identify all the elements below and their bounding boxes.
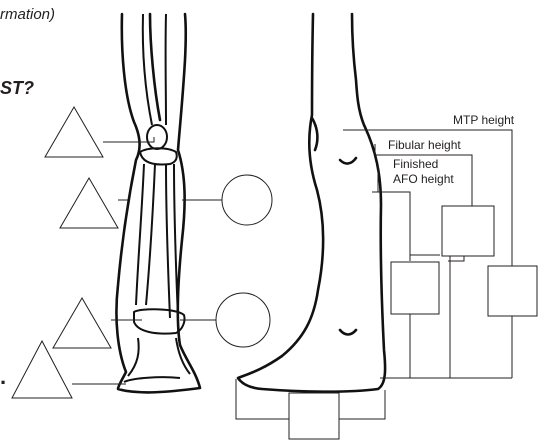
foot-length-bracket-right — [339, 390, 385, 419]
front-leg-outline — [116, 14, 200, 392]
fibular-height-label: Fibular height — [388, 138, 461, 152]
fibular-height-box[interactable] — [442, 206, 494, 256]
front-leg-bones — [124, 14, 190, 382]
mtp-height-box[interactable] — [488, 266, 537, 316]
mtp-height-label: MTP height — [453, 113, 514, 127]
triangle-placeholder-3[interactable] — [53, 298, 111, 348]
finished-afo-height-line — [372, 192, 410, 261]
finished-afo-height-label-line1: Finished — [393, 157, 438, 171]
triangle-placeholder-2[interactable] — [60, 178, 118, 228]
finished-afo-height-label-line2: AFO height — [393, 172, 454, 186]
finished-afo-height-box[interactable] — [391, 262, 439, 314]
circle-placeholder-2[interactable] — [216, 293, 270, 347]
triangle-placeholder-1[interactable] — [45, 107, 103, 157]
foot-length-box[interactable] — [289, 393, 339, 439]
triangle-placeholder-4[interactable] — [12, 341, 72, 398]
circle-placeholder-1[interactable] — [222, 175, 272, 225]
